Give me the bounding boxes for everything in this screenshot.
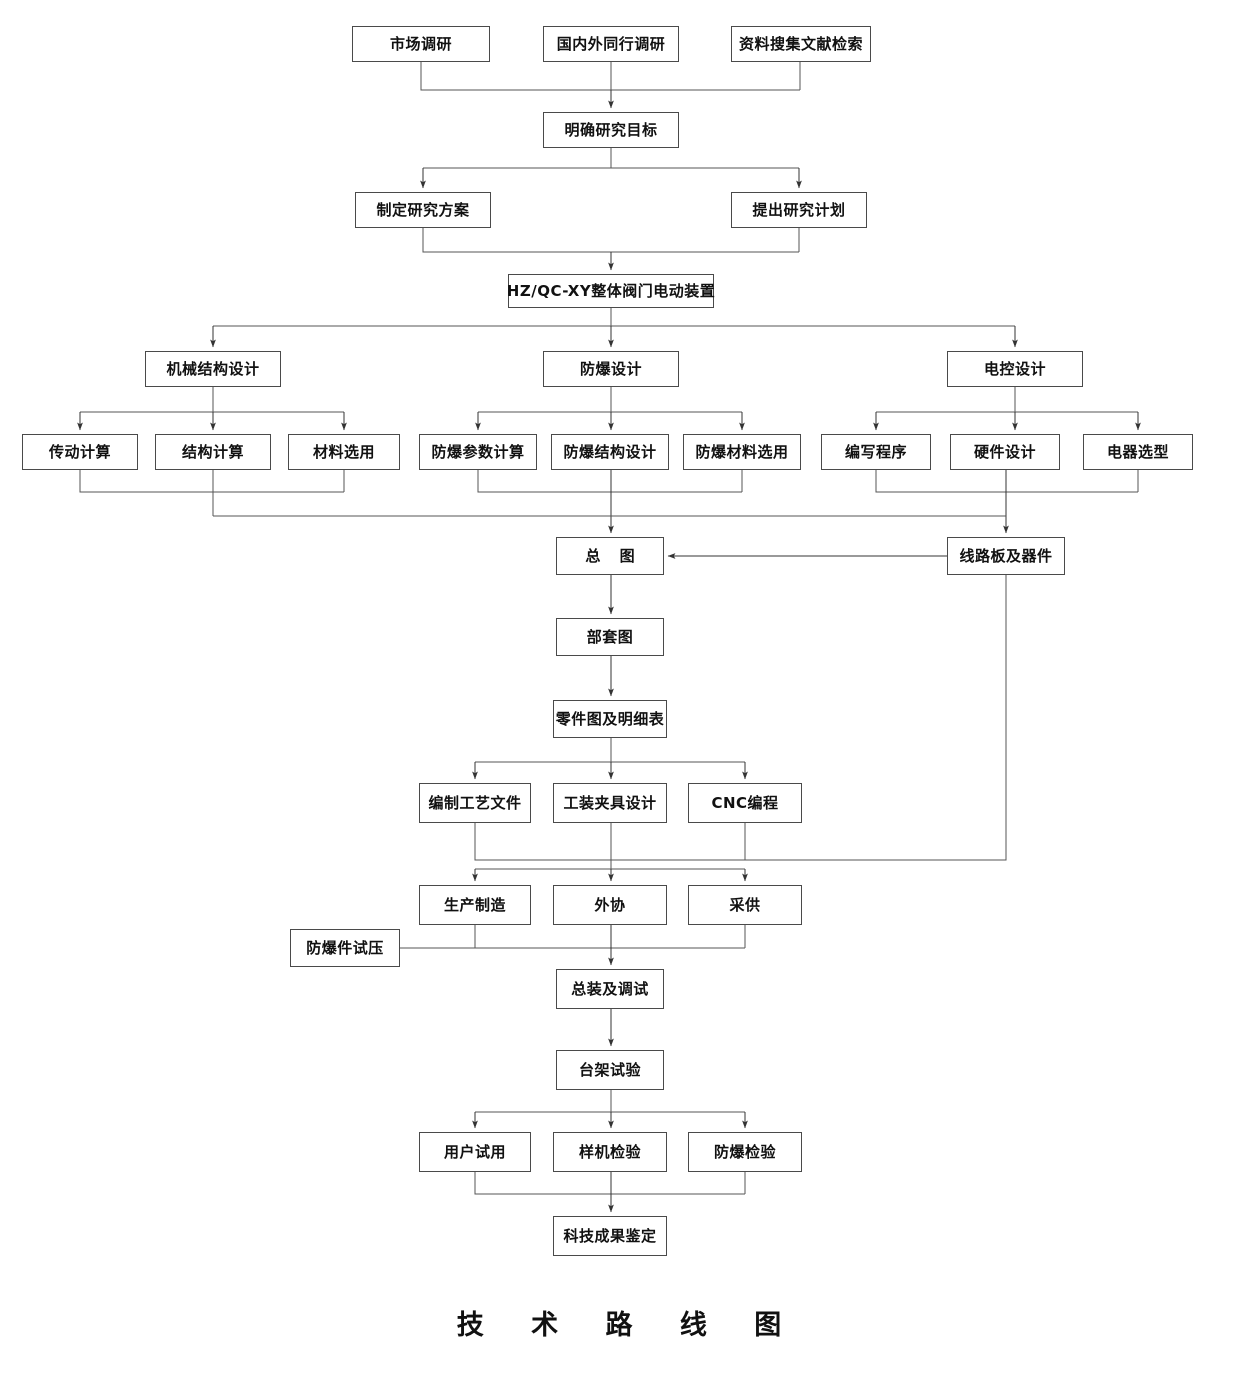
flow-node-n06[interactable]: 提出研究计划 bbox=[731, 192, 867, 228]
flow-node-n26[interactable]: CNC编程 bbox=[688, 783, 802, 823]
flow-node-n33[interactable]: 用户试用 bbox=[419, 1132, 531, 1172]
flow-node-n21[interactable]: 线路板及器件 bbox=[947, 537, 1065, 575]
flow-node-n27[interactable]: 生产制造 bbox=[419, 885, 531, 925]
flow-node-n22[interactable]: 部套图 bbox=[556, 618, 664, 656]
flow-node-n24[interactable]: 编制工艺文件 bbox=[419, 783, 531, 823]
flow-node-n30[interactable]: 防爆件试压 bbox=[290, 929, 400, 967]
flow-node-n25[interactable]: 工装夹具设计 bbox=[553, 783, 667, 823]
flow-node-n35[interactable]: 防爆检验 bbox=[688, 1132, 802, 1172]
flow-node-n17[interactable]: 编写程序 bbox=[821, 434, 931, 470]
flow-node-n14[interactable]: 防爆参数计算 bbox=[419, 434, 537, 470]
flow-node-n09[interactable]: 防爆设计 bbox=[543, 351, 679, 387]
flow-node-n15[interactable]: 防爆结构设计 bbox=[551, 434, 669, 470]
flow-node-n02[interactable]: 国内外同行调研 bbox=[543, 26, 679, 62]
flow-node-n34[interactable]: 样机检验 bbox=[553, 1132, 667, 1172]
flow-node-n13[interactable]: 材料选用 bbox=[288, 434, 400, 470]
flow-node-n32[interactable]: 台架试验 bbox=[556, 1050, 664, 1090]
diagram-title: 技 术 路 线 图 bbox=[456, 1310, 801, 1341]
flow-node-n03[interactable]: 资料搜集文献检索 bbox=[731, 26, 871, 62]
flow-node-n16[interactable]: 防爆材料选用 bbox=[683, 434, 801, 470]
flow-node-n29[interactable]: 采供 bbox=[688, 885, 802, 925]
flow-node-n31[interactable]: 总装及调试 bbox=[556, 969, 664, 1009]
flow-node-n19[interactable]: 电器选型 bbox=[1083, 434, 1193, 470]
flow-node-n36[interactable]: 科技成果鉴定 bbox=[553, 1216, 667, 1256]
flow-node-n12[interactable]: 结构计算 bbox=[155, 434, 271, 470]
flow-node-n04[interactable]: 明确研究目标 bbox=[543, 112, 679, 148]
flow-node-n18[interactable]: 硬件设计 bbox=[950, 434, 1060, 470]
flow-node-n08[interactable]: 机械结构设计 bbox=[145, 351, 281, 387]
flow-node-n10[interactable]: 电控设计 bbox=[947, 351, 1083, 387]
flow-node-n05[interactable]: 制定研究方案 bbox=[355, 192, 491, 228]
flow-node-n20[interactable]: 总 图 bbox=[556, 537, 664, 575]
flow-node-n01[interactable]: 市场调研 bbox=[352, 26, 490, 62]
flow-node-n07[interactable]: HZ/QC-XY整体阀门电动装置 bbox=[507, 274, 715, 308]
flow-node-n23[interactable]: 零件图及明细表 bbox=[553, 700, 667, 738]
flow-node-n11[interactable]: 传动计算 bbox=[22, 434, 138, 470]
flow-node-n28[interactable]: 外协 bbox=[553, 885, 667, 925]
